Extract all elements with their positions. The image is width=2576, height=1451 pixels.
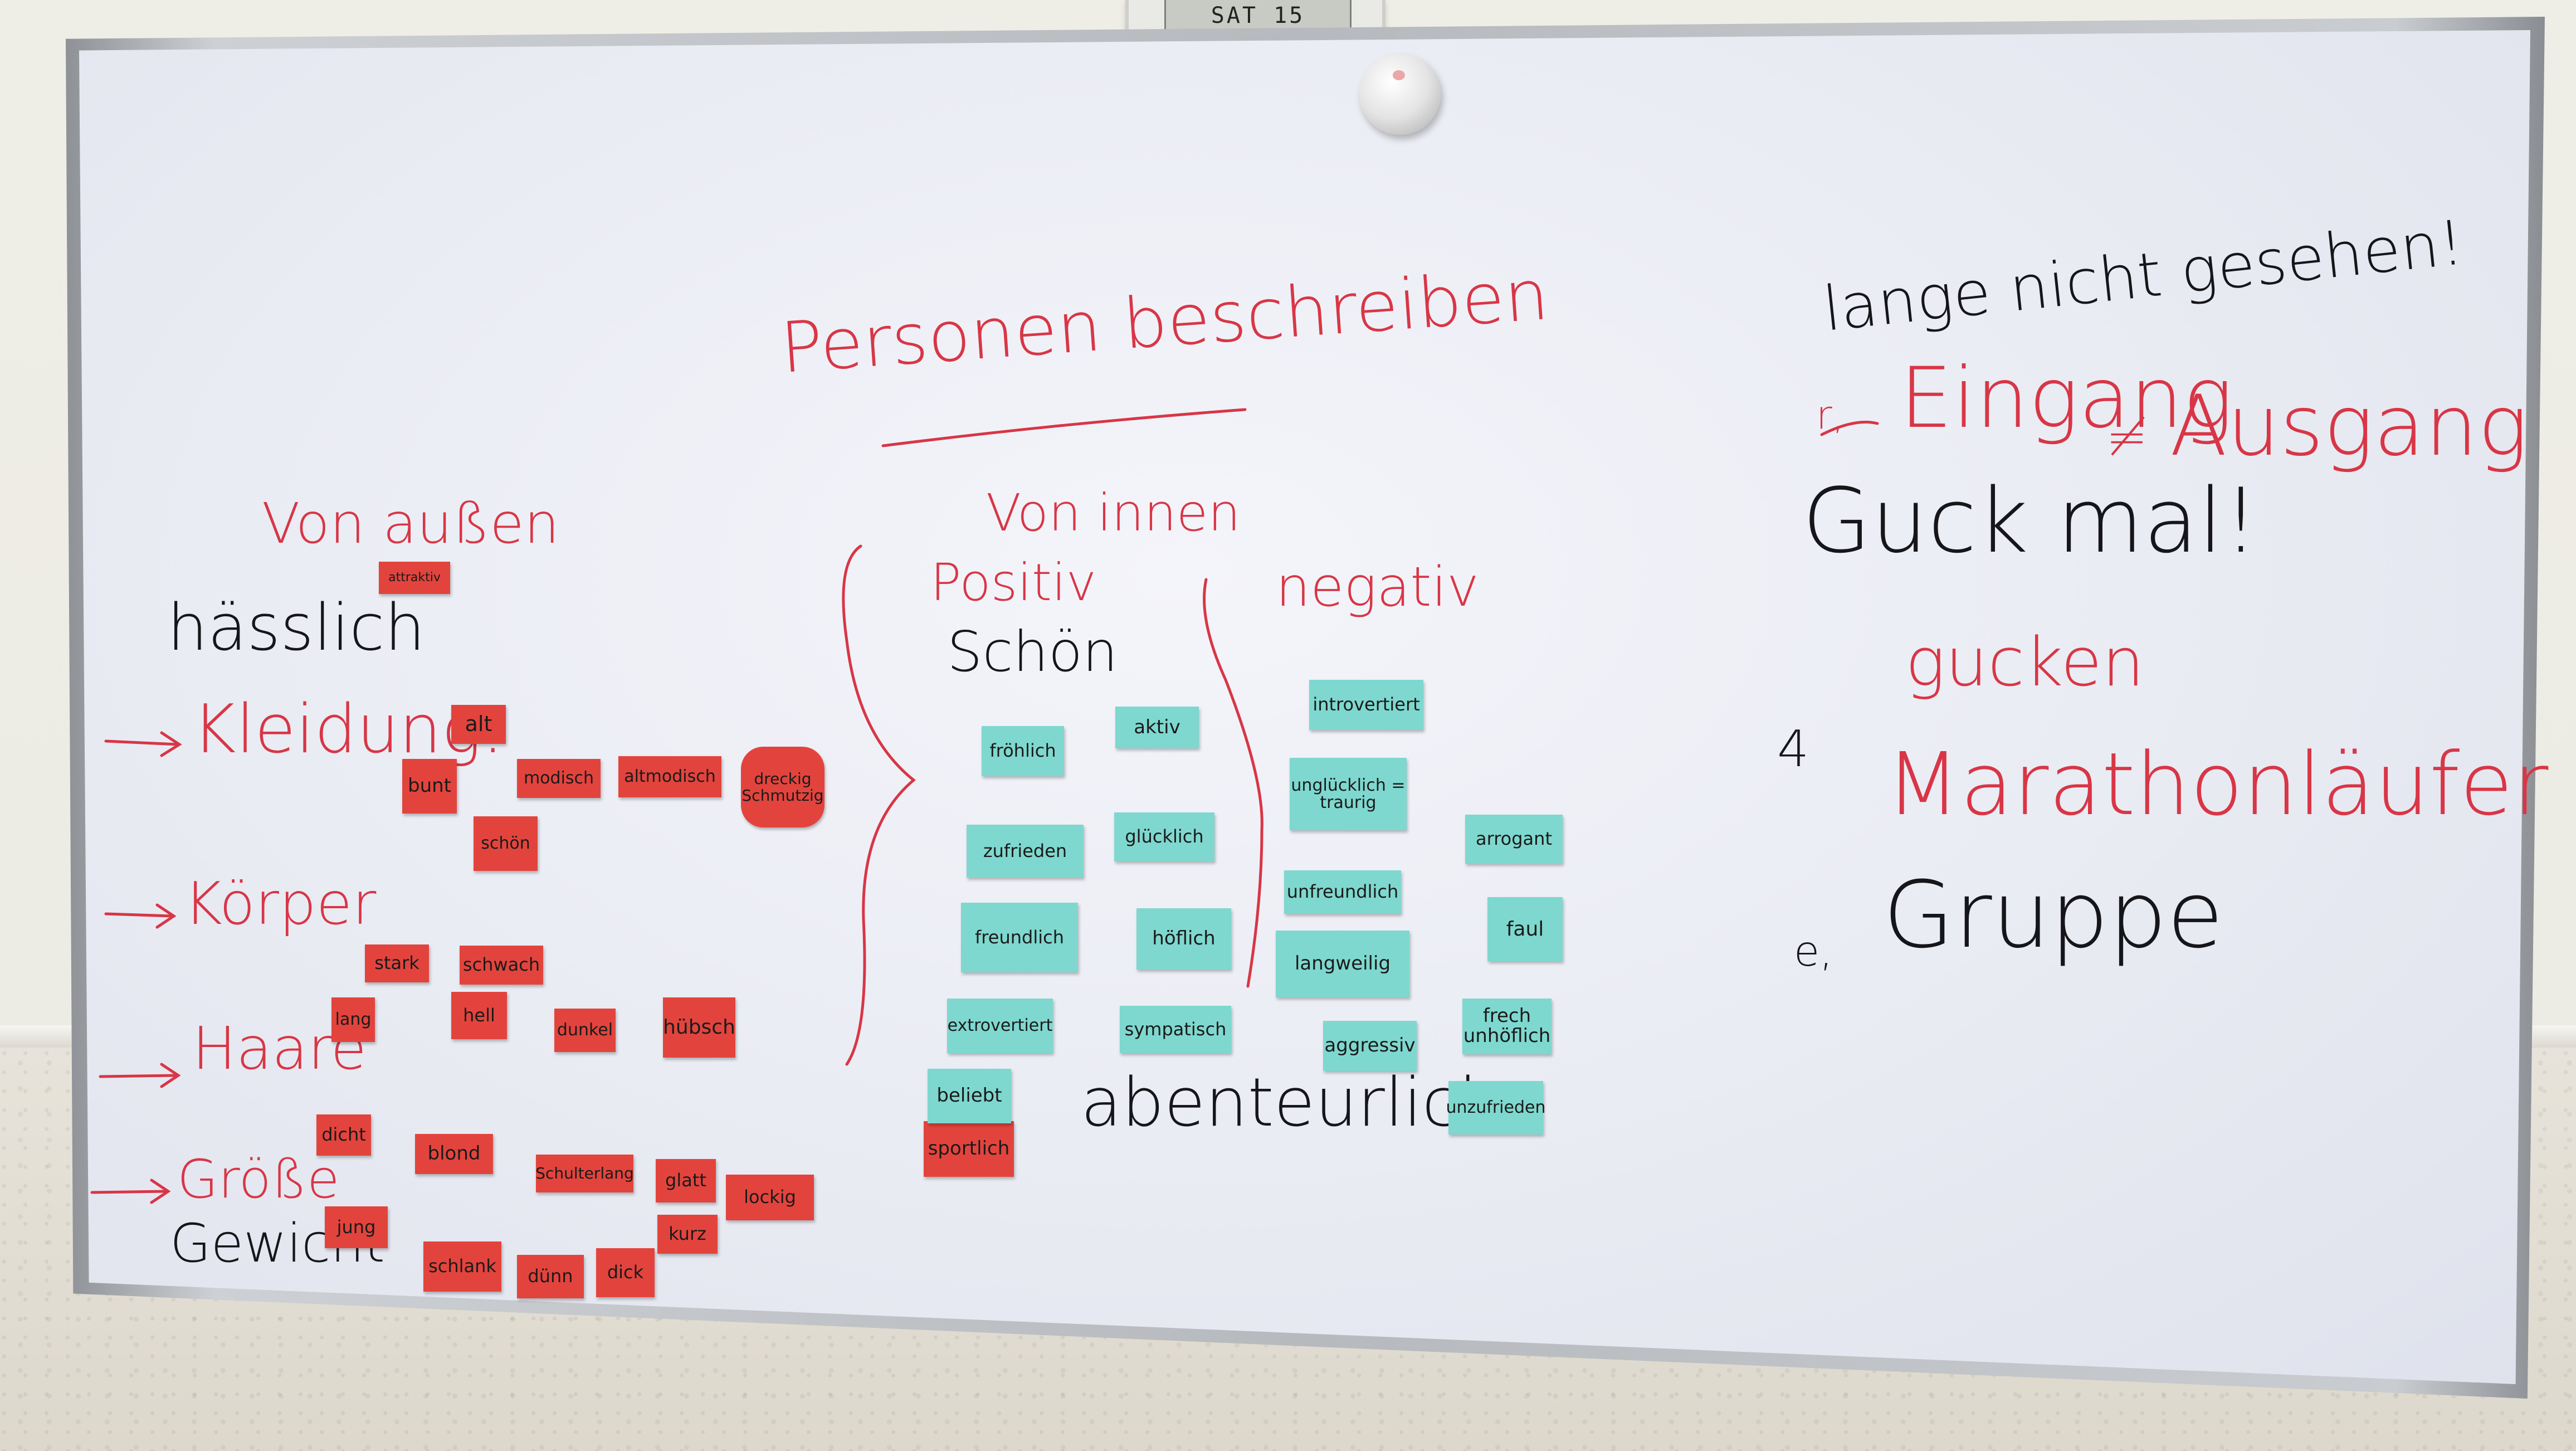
note-blue: langweilig [1276, 931, 1409, 997]
note-red: schlank [423, 1241, 501, 1292]
label-positiv: Positiv [930, 553, 1097, 612]
category-koerper: Körper [184, 870, 377, 938]
arrow-koerper [104, 903, 177, 929]
note-red: dicht [316, 1114, 371, 1156]
title-underline [881, 408, 1247, 447]
note-blue: sympatisch [1120, 1006, 1231, 1053]
arrow-groesse [90, 1179, 171, 1204]
note-blue: unzufrieden [1446, 1081, 1546, 1134]
word-marathonlaeufer: Marathonläufer [1886, 734, 2549, 835]
note-red: attraktiv [379, 562, 450, 594]
note-red: blond [415, 1134, 493, 1174]
note-red: kurz [657, 1215, 718, 1254]
label-negativ: negativ [1276, 556, 1479, 619]
note-red: dick [596, 1248, 655, 1297]
note-blue: frech unhöflich [1462, 999, 1552, 1054]
prefix-e: e, [1794, 927, 1833, 976]
note-blue: höflich [1136, 908, 1231, 970]
note-blue: introvertiert [1309, 680, 1423, 730]
note-blue: extrovertiert [947, 999, 1053, 1053]
note-red: hübsch [663, 997, 735, 1058]
word-eingang: Eingang [1900, 350, 2233, 447]
middle-brace [1203, 578, 1263, 988]
note-red: dunkel [554, 1009, 616, 1052]
magnet [1359, 53, 1441, 135]
note-blue: arrogant [1465, 815, 1563, 864]
note-blue: aktiv [1115, 707, 1199, 748]
note-red: alt [451, 705, 506, 744]
arrow-haare [99, 1063, 181, 1088]
note-red: bunt [402, 759, 457, 814]
note-red: lockig [726, 1175, 814, 1220]
word-gruppe: Gruppe [1883, 861, 2224, 968]
prefix-4: 4 [1777, 720, 1809, 778]
note-red: schön [474, 816, 538, 871]
note-blue: faul [1487, 897, 1563, 961]
note-red: dünn [517, 1255, 584, 1298]
heading-von-aussen: Von außen [262, 491, 560, 556]
note-blue: beliebt [928, 1069, 1011, 1123]
note-red: altmodisch [618, 756, 721, 797]
note-blue: unglücklich = traurig [1290, 758, 1407, 830]
note-blue: fröhlich [982, 726, 1064, 776]
heading-von-innen: Von innen [986, 483, 1241, 543]
note-blue: zufrieden [967, 825, 1084, 878]
note-red: schwach [460, 946, 543, 985]
note-red: glatt [656, 1159, 716, 1202]
phrase-guck-mal: Guck mal! [1802, 469, 2259, 573]
symbol-not-equal: ≠ [2106, 408, 2148, 466]
note-red: modisch [517, 759, 601, 798]
word-abenteuerlich: abenteurlich [1081, 1064, 1501, 1142]
word-ausgang: Ausgang [2170, 378, 2528, 475]
category-groesse: Größe [177, 1149, 340, 1210]
note-blue: glücklich [1114, 812, 1214, 861]
note-red: jung [325, 1206, 388, 1248]
magnet-dot [1393, 70, 1405, 80]
word-schoen: Schön [947, 619, 1118, 684]
word-haesslich: hässlich [167, 591, 426, 665]
left-brace [842, 544, 916, 1066]
note-blue: aggressiv [1323, 1021, 1417, 1071]
note-red: hell [451, 992, 507, 1039]
note-red: sportlich [924, 1121, 1014, 1177]
arrow-eingang [1820, 421, 1879, 436]
note-red: lang [331, 997, 375, 1042]
word-gucken: gucken [1905, 624, 2145, 702]
note-red: stark [365, 944, 429, 982]
note-blue: freundlich [961, 903, 1078, 972]
note-red: Schulterlang [535, 1155, 634, 1192]
prefix-r: r, [1816, 392, 1845, 438]
note-blue: unfreundlich [1284, 870, 1401, 914]
note-red: dreckig Schmutzig [741, 747, 824, 827]
arrow-kleidung [104, 731, 182, 757]
